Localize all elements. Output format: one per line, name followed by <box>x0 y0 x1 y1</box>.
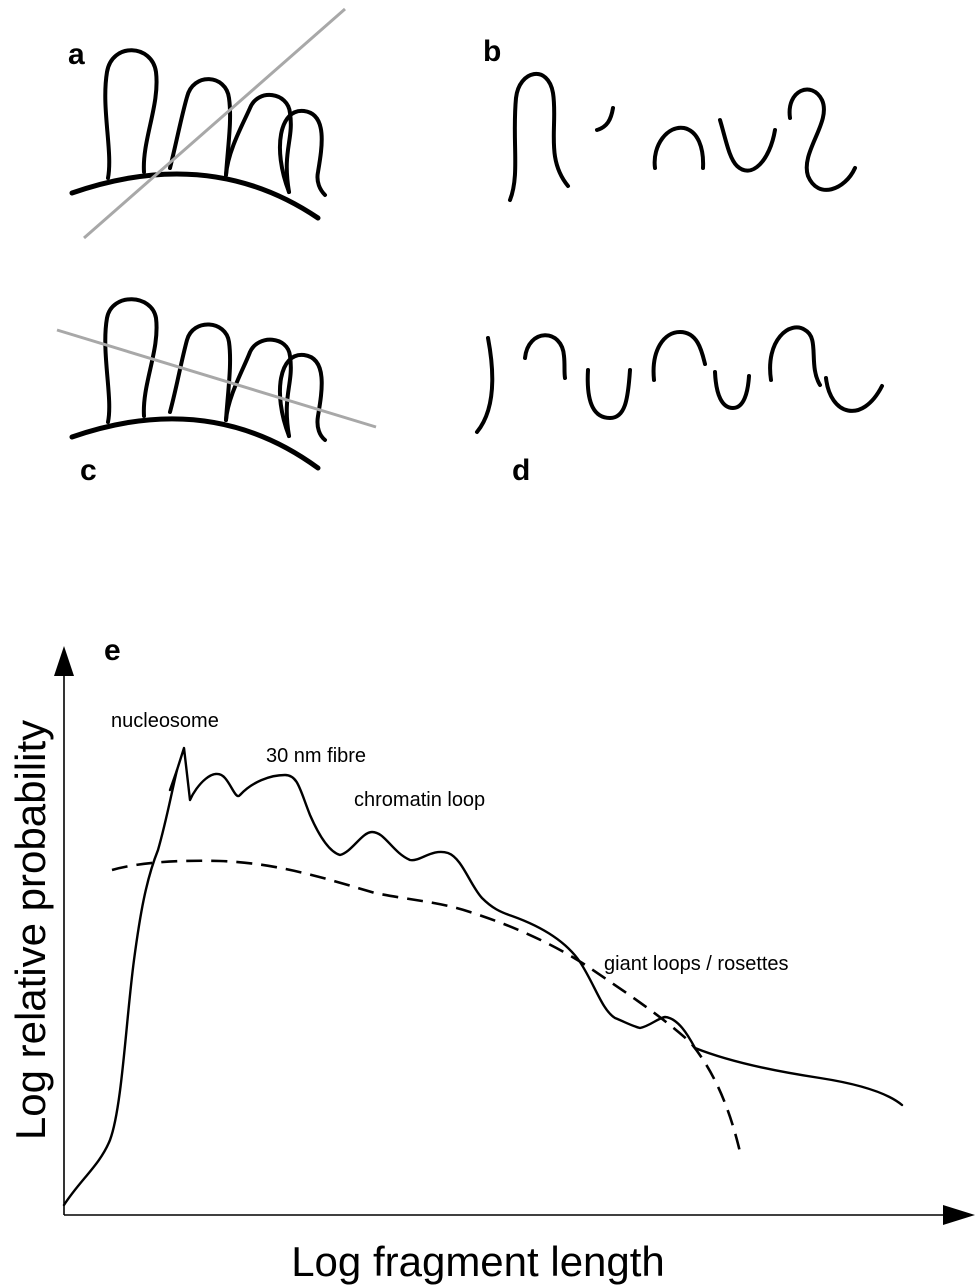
panel-a-scaffold <box>72 174 318 218</box>
panel-a: a <box>68 9 345 238</box>
annotation-nucleosome: nucleosome <box>111 710 219 732</box>
panel-d-fragment-6 <box>770 327 820 385</box>
panel-d-fragment-2 <box>525 335 565 378</box>
measured-profile-curve <box>64 748 902 1205</box>
panel-b-fragment-2 <box>597 108 613 130</box>
x-axis-arrowhead <box>943 1205 975 1225</box>
panel-b-fragment-4 <box>720 120 775 171</box>
panel-d-fragment-1 <box>477 338 492 432</box>
panel-d: d <box>477 327 882 487</box>
panel-a-loop-1 <box>105 50 156 178</box>
panel-b-fragment-1 <box>510 74 568 200</box>
panel-a-label: a <box>68 38 85 71</box>
annotation-giant-loops-rosettes: giant loops / rosettes <box>604 953 789 975</box>
panel-c-cut-line <box>57 330 376 427</box>
panel-d-fragment-5 <box>715 372 749 408</box>
panel-c-loop-1 <box>105 299 156 422</box>
y-axis-arrowhead <box>54 646 74 676</box>
panel-a-loop-2 <box>170 79 230 175</box>
panel-d-fragment-3 <box>588 370 630 418</box>
x-axis-label: Log fragment length <box>291 1238 665 1285</box>
panel-c-label: c <box>80 454 97 487</box>
panel-d-fragment-7 <box>826 378 882 411</box>
panel-c: c <box>57 299 376 487</box>
panel-b-label: b <box>483 35 501 68</box>
panel-e-label: e <box>104 634 121 667</box>
panel-b: b <box>483 35 855 200</box>
panel-b-fragment-3 <box>655 128 703 168</box>
annotation-30nm-fibre: 30 nm fibre <box>266 745 366 767</box>
panel-b-fragment-5 <box>790 90 855 190</box>
panel-d-label: d <box>512 454 530 487</box>
expected-random-profile-curve <box>112 861 740 1152</box>
panel-d-fragment-4 <box>654 332 705 380</box>
panel-a-cut-line <box>84 9 345 238</box>
annotation-chromatin-loop: chromatin loop <box>354 789 485 811</box>
y-axis-label: Log relative probability <box>7 720 54 1140</box>
panel-e: e nucleosome 30 nm fibre chromatin loop … <box>7 634 975 1285</box>
panel-c-scaffold <box>72 419 318 468</box>
